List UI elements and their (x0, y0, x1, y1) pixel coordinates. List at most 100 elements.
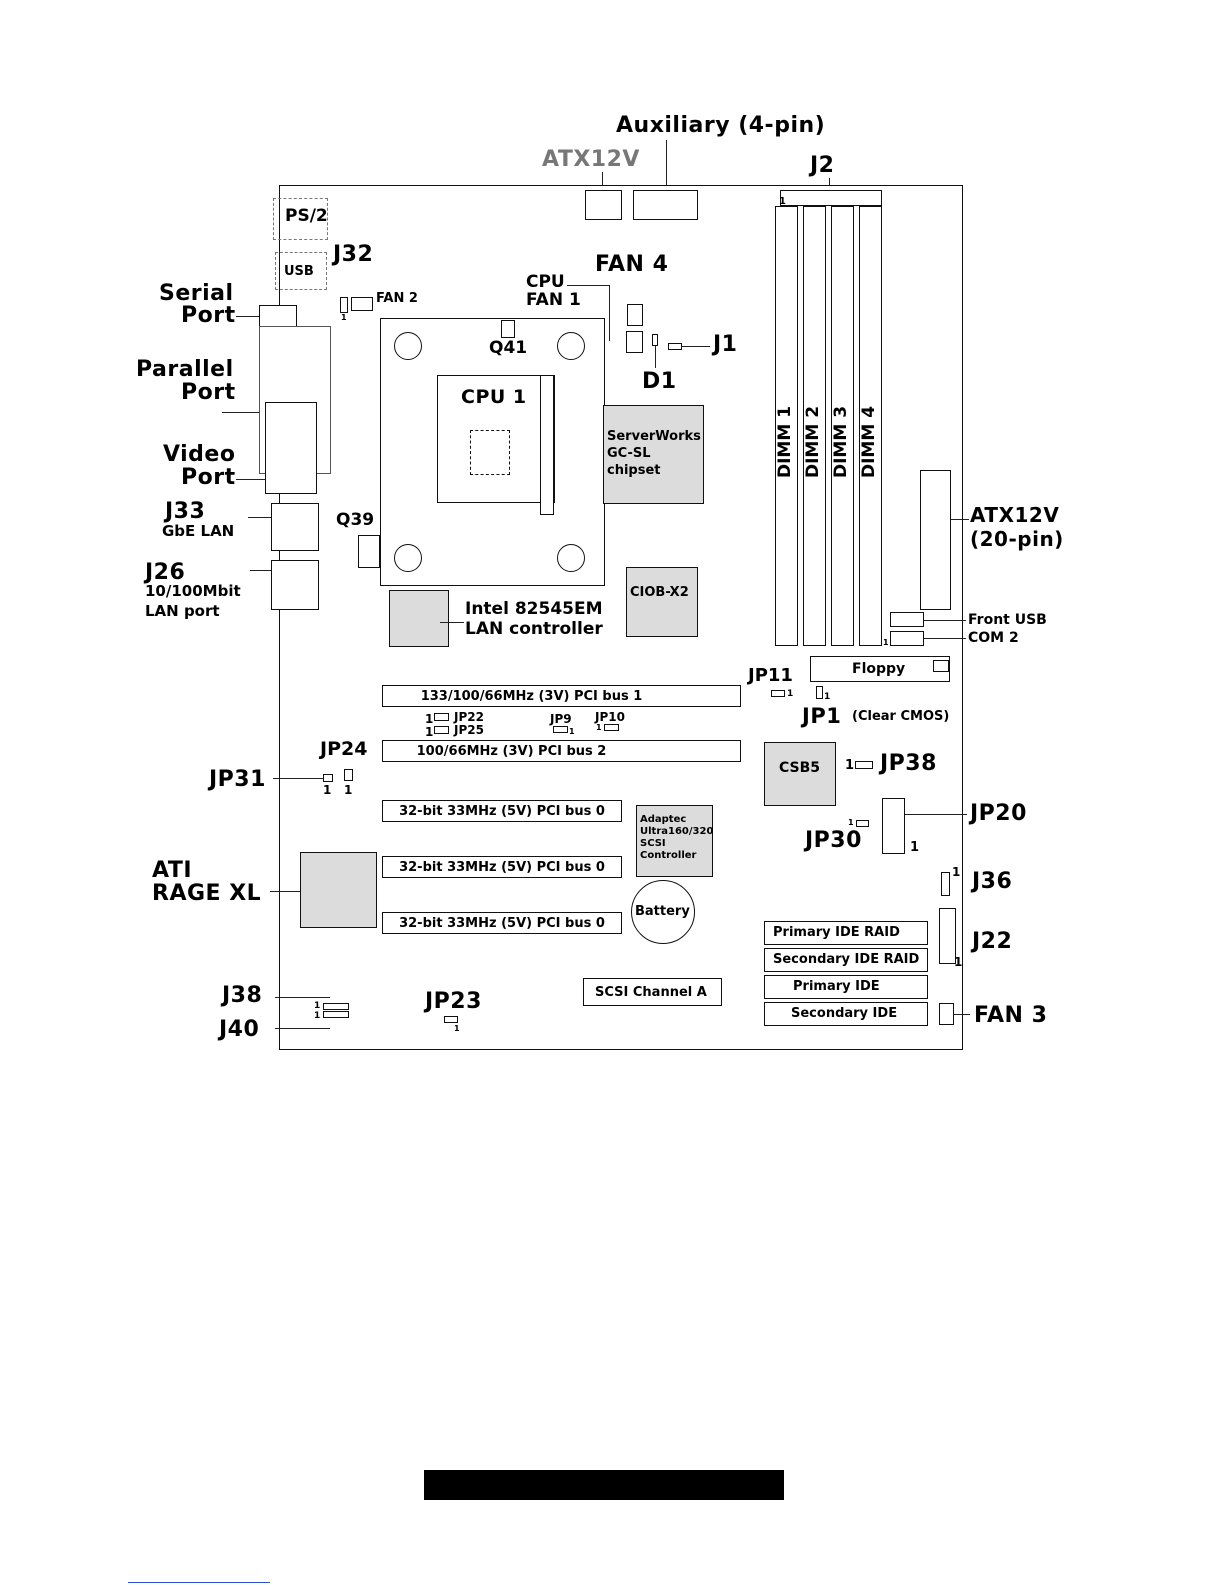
dimm4-slot (859, 206, 882, 646)
jp10-jumper (604, 724, 619, 731)
j1-leader (682, 346, 710, 347)
ciob-x2-label: CIOB-X2 (630, 585, 689, 600)
com2-label: COM 2 (968, 630, 1019, 646)
auxiliary-connector (633, 190, 698, 220)
jp31-jumper (323, 774, 333, 782)
video-leader (236, 479, 272, 480)
intel-label-2: LAN controller (465, 619, 603, 639)
primary-ide-connector (764, 975, 928, 999)
adaptec-label-2: Ultra160/320 (640, 826, 714, 837)
j2-pin1: 1 (779, 196, 786, 207)
scsi-channel-a-connector (583, 978, 722, 1006)
j1-label: J1 (713, 332, 738, 357)
j33-label: J33 (165, 499, 206, 524)
intel-label-1: Intel 82545EM (465, 599, 603, 619)
usb-port (275, 252, 327, 290)
dimm2-slot (803, 206, 826, 646)
atx12v-top-label: ATX12V (542, 147, 640, 172)
d1-label: D1 (642, 369, 677, 394)
jp1-pin1: 1 (824, 692, 831, 702)
scsi-channel-a-label: SCSI Channel A (595, 985, 707, 1000)
j26-leader (250, 570, 288, 571)
fan4-label: FAN 4 (595, 252, 669, 277)
jp30-label: JP30 (805, 828, 862, 853)
pci-bus1-slot: 133/100/66MHz (3V) PCI bus 1 (382, 685, 741, 707)
jp30-pin1: 1 (848, 818, 854, 827)
j1-header (668, 343, 682, 350)
j32-label: J32 (333, 242, 374, 267)
j26-lan-port (271, 560, 319, 610)
j38-header (323, 1003, 349, 1010)
video-label-1: Video (163, 442, 236, 467)
fan4-connector (627, 304, 643, 326)
parallel-leader (222, 412, 260, 413)
jp1-label: JP1 (802, 704, 842, 728)
j40-leader (275, 1028, 330, 1029)
j38-leader (275, 997, 330, 998)
jp25-jumper (434, 726, 449, 734)
pci-bus0-label-3: 32-bit 33MHz (5V) PCI bus 0 (399, 915, 605, 931)
secondary-ide-label: Secondary IDE (791, 1006, 898, 1021)
jp25-label: JP25 (454, 723, 484, 737)
primary-ide-raid-connector (764, 921, 928, 945)
pci-bus2-label: 100/66MHz (3V) PCI bus 2 (416, 743, 607, 759)
mount-hole (394, 544, 422, 572)
ciob-x2-chip (626, 567, 698, 637)
j22-header (939, 908, 956, 964)
parallel-label-1: Parallel (136, 357, 234, 382)
jp30-jumper (856, 820, 869, 827)
atx20-label-1: ATX12V (970, 503, 1060, 527)
d1-leader (655, 346, 656, 368)
fan3-label: FAN 3 (974, 1003, 1048, 1028)
footer-black-bar (424, 1470, 784, 1500)
jp38-pin1: 1 (845, 758, 855, 773)
pci-bus0-label-1: 32-bit 33MHz (5V) PCI bus 0 (399, 803, 605, 819)
cpu-fan1-label-1: CPU (526, 272, 565, 292)
dimm4-label: DIMM 4 (859, 405, 879, 478)
j32-pin1: 1 (341, 313, 347, 322)
jp20-label: JP20 (970, 801, 1027, 826)
cmos-battery (631, 880, 695, 944)
fan2-label: FAN 2 (376, 291, 418, 306)
j26-label: J26 (145, 560, 186, 585)
atx12v-connector (585, 190, 622, 220)
com2-pin1: 1 (883, 638, 889, 647)
primary-ide-label: Primary IDE (793, 979, 880, 994)
jp25-pin1: 1 (425, 725, 434, 739)
floppy-connector (810, 656, 950, 682)
dimm1-label: DIMM 1 (775, 405, 795, 478)
ps2-port (273, 198, 328, 240)
pci-bus0-label-2: 32-bit 33MHz (5V) PCI bus 0 (399, 859, 605, 875)
ati-label-2: RAGE XL (152, 881, 262, 906)
j36-label: J36 (972, 869, 1013, 894)
fan3-connector (939, 1003, 954, 1025)
jp24-jumper (344, 769, 353, 781)
jp23-pin1: 1 (454, 1024, 460, 1033)
intel-82545em-chip (389, 590, 449, 647)
jp11-jumper (771, 690, 785, 697)
ps2-label: PS/2 (285, 206, 328, 226)
cpu1-lever (540, 375, 554, 515)
j38-label: J38 (222, 983, 263, 1008)
dimm3-slot (831, 206, 854, 646)
video-port (265, 402, 317, 494)
parallel-label-2: Port (181, 380, 236, 405)
floppy-label: Floppy (852, 661, 906, 677)
jp20-leader (905, 814, 967, 815)
cpu-fan1-leader-v (609, 285, 610, 341)
ati-rage-xl-chip (300, 852, 377, 928)
auxiliary-leader (666, 140, 667, 192)
front-usb-label: Front USB (968, 612, 1047, 628)
j40-header (323, 1011, 349, 1018)
atx20-label-2: (20-pin) (970, 527, 1064, 551)
cpu-fan1-connector (626, 331, 643, 353)
jp22-pin1: 1 (425, 712, 434, 726)
j32-connector (340, 297, 348, 313)
j36-header (941, 872, 950, 896)
secondary-ide-raid-label: Secondary IDE RAID (773, 952, 920, 967)
fan2-connector (351, 297, 373, 311)
j36-pin1: 1 (952, 865, 961, 879)
serial-label-2: Port (181, 303, 236, 328)
front-usb-header (890, 612, 924, 627)
